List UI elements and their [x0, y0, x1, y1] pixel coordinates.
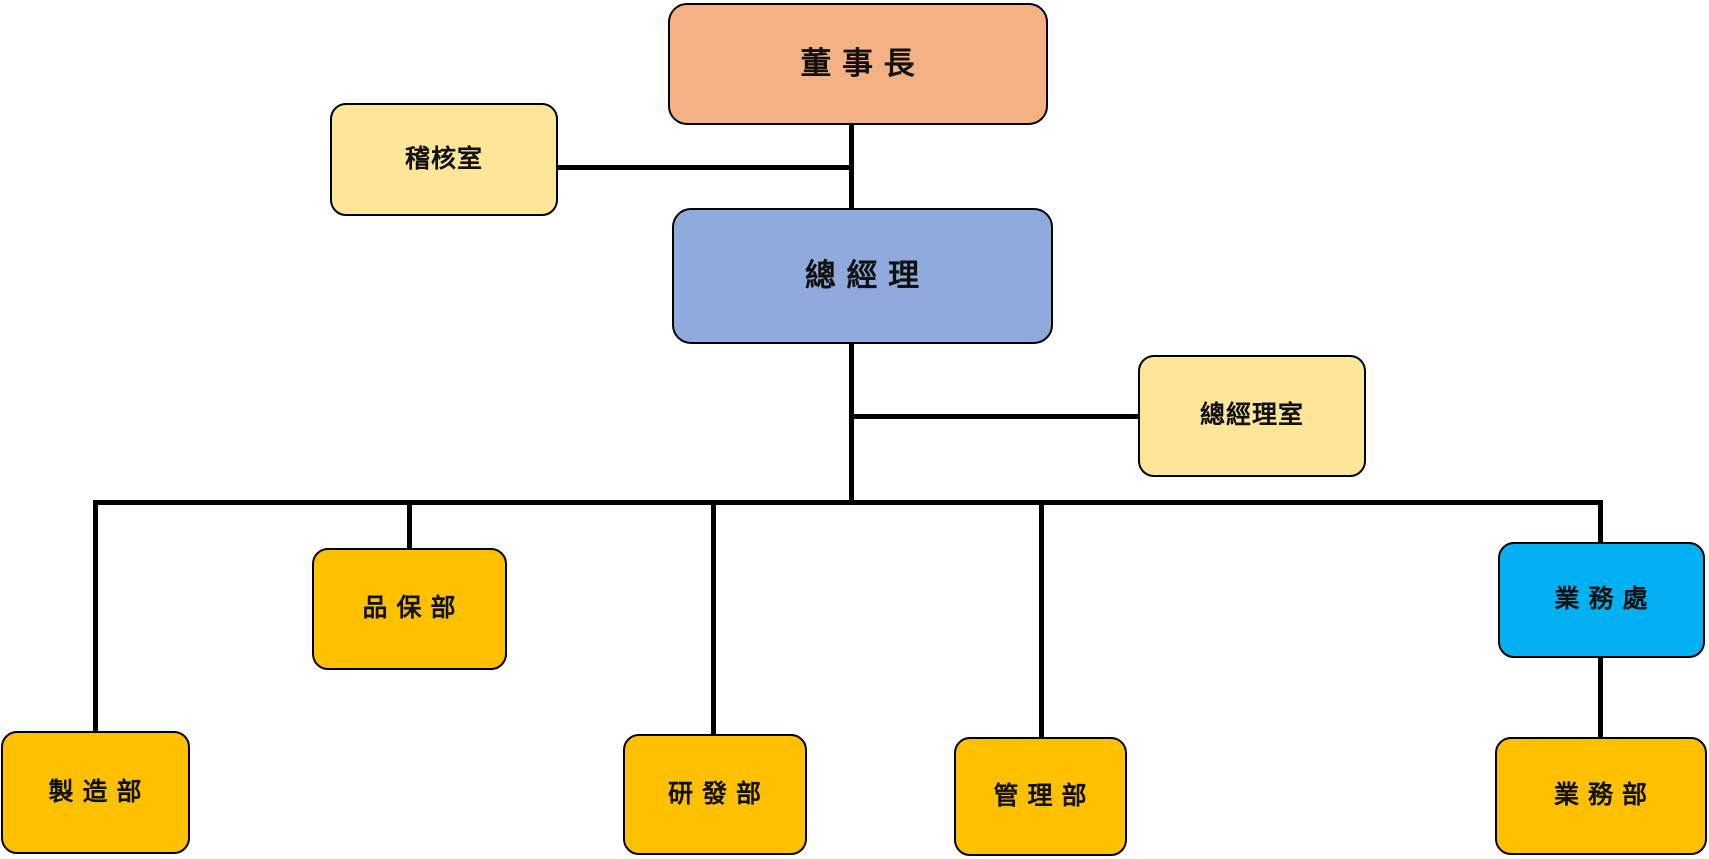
node-sales-division[interactable]: 業 務 處 [1498, 542, 1705, 658]
node-chairman[interactable]: 董 事 長 [668, 3, 1048, 125]
node-audit-office[interactable]: 稽核室 [330, 103, 558, 216]
node-mfg-dept[interactable]: 製 造 部 [1, 731, 190, 854]
node-sales-dept-label: 業 務 部 [1554, 781, 1648, 810]
node-gm-office[interactable]: 總經理室 [1138, 355, 1366, 477]
node-audit-office-label: 稽核室 [404, 144, 483, 173]
node-sales-division-label: 業 務 處 [1554, 585, 1649, 614]
node-qa-dept[interactable]: 品 保 部 [312, 548, 507, 670]
connector-audit-office-branch [558, 165, 852, 170]
node-rd-dept[interactable]: 研 發 部 [623, 734, 807, 855]
node-mgmt-dept-label: 管 理 部 [993, 781, 1088, 810]
connector-drop-qa-dept [407, 500, 412, 550]
node-general-manager[interactable]: 總 經 理 [672, 208, 1053, 344]
node-mfg-dept-label: 製 造 部 [48, 777, 143, 806]
connector-drop-mgmt-dept [1039, 500, 1044, 739]
connector-gm-to-rail [849, 343, 854, 505]
node-chairman-label: 董 事 長 [800, 45, 916, 81]
connector-main-rail [93, 500, 1603, 505]
node-gm-office-label: 總經理室 [1199, 401, 1304, 430]
connector-drop-sales-division [1598, 500, 1603, 544]
node-qa-dept-label: 品 保 部 [362, 594, 457, 623]
node-mgmt-dept[interactable]: 管 理 部 [954, 737, 1127, 856]
connector-drop-rd-dept [711, 500, 716, 736]
node-rd-dept-label: 研 發 部 [668, 779, 762, 808]
node-sales-dept[interactable]: 業 務 部 [1495, 737, 1707, 855]
connector-drop-mfg-dept [93, 500, 98, 733]
connector-sales-division-to-dept [1598, 656, 1603, 739]
node-general-manager-label: 總 經 理 [804, 257, 921, 293]
connector-gm-office-branch [852, 414, 1138, 419]
